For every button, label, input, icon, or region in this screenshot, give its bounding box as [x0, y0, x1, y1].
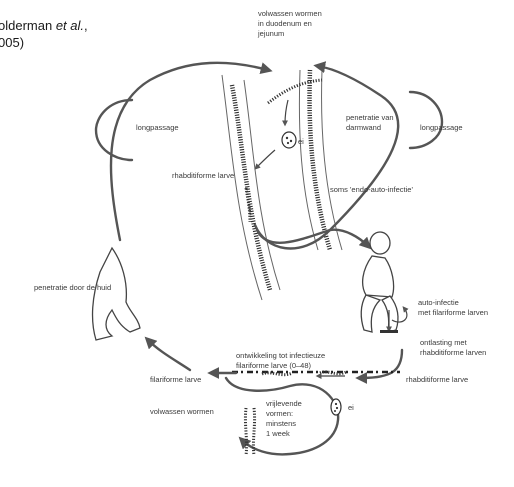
- label-adult-worms-duodenum-1: volwassen wormen: [258, 9, 322, 18]
- label-development-1: ontwikkeling tot infectieuze: [236, 351, 325, 360]
- label-lung-passage-left: longpassage: [136, 123, 179, 132]
- label-stool-2: rhabditiforme larven: [420, 348, 486, 357]
- arrow-egg-to-larva: [256, 150, 275, 168]
- arrow-lung-passage-left: [111, 63, 268, 240]
- label-gut-wall-penetration-1: penetratie van: [346, 113, 394, 122]
- egg-top-icon: [282, 132, 296, 148]
- label-adult-worms-bottom: volwassen wormen: [150, 407, 214, 416]
- label-rhabditiform-larva-bottom: rhabditiforme larve: [406, 375, 468, 384]
- arrow-adult-to-egg: [285, 100, 288, 124]
- arrow-to-skin: [148, 340, 190, 370]
- free-adult-worm-2: [253, 408, 254, 455]
- label-free-living-2: vormen:: [266, 409, 293, 418]
- lung-loop-right: [410, 92, 442, 148]
- label-egg-top: ei: [298, 137, 304, 146]
- label-lung-passage-right: longpassage: [420, 123, 463, 132]
- label-gut-wall-penetration-2: darmwand: [346, 123, 381, 132]
- label-filariform-larva: filariforme larve: [150, 375, 201, 384]
- egg-bottom-icon: [331, 399, 341, 415]
- label-stool-1: ontlasting met: [420, 338, 468, 347]
- stool-bar: [380, 330, 398, 333]
- arrow-lung-passage-right: [255, 66, 398, 249]
- label-free-living-1: vrijlevende: [266, 399, 302, 408]
- label-free-living-4: 1 week: [266, 429, 290, 438]
- adult-worm-in-gut: [268, 80, 322, 103]
- citation-line-1: olderman et al.,: [0, 18, 88, 33]
- intestine-walls: [222, 70, 342, 300]
- free-adult-worm-1: [245, 408, 246, 455]
- citation-line-2: 005): [0, 35, 24, 50]
- label-development-2: filariforme larve (0–48): [236, 361, 312, 370]
- label-free-living-3: minstens: [266, 419, 296, 428]
- larva-in-gut: [246, 188, 250, 222]
- label-rhabditiform-larva-top: rhabditiforme larve: [172, 171, 234, 180]
- label-egg-bottom: ei: [348, 403, 354, 412]
- label-endo-autoinfection: soms 'endo-auto-infectie': [330, 185, 413, 194]
- arrow-host-to-soil: [360, 350, 402, 378]
- label-adult-worms-duodenum-3: jejunum: [257, 29, 284, 38]
- leg-foot: [93, 248, 140, 340]
- label-auto-infection-2: met filariforme larven: [418, 308, 488, 317]
- label-auto-infection-1: auto-infectie: [418, 298, 459, 307]
- label-skin-penetration: penetratie door de huid: [34, 283, 111, 292]
- sitting-person: [361, 232, 398, 332]
- label-adult-worms-duodenum-2: in duodenum en: [258, 19, 312, 28]
